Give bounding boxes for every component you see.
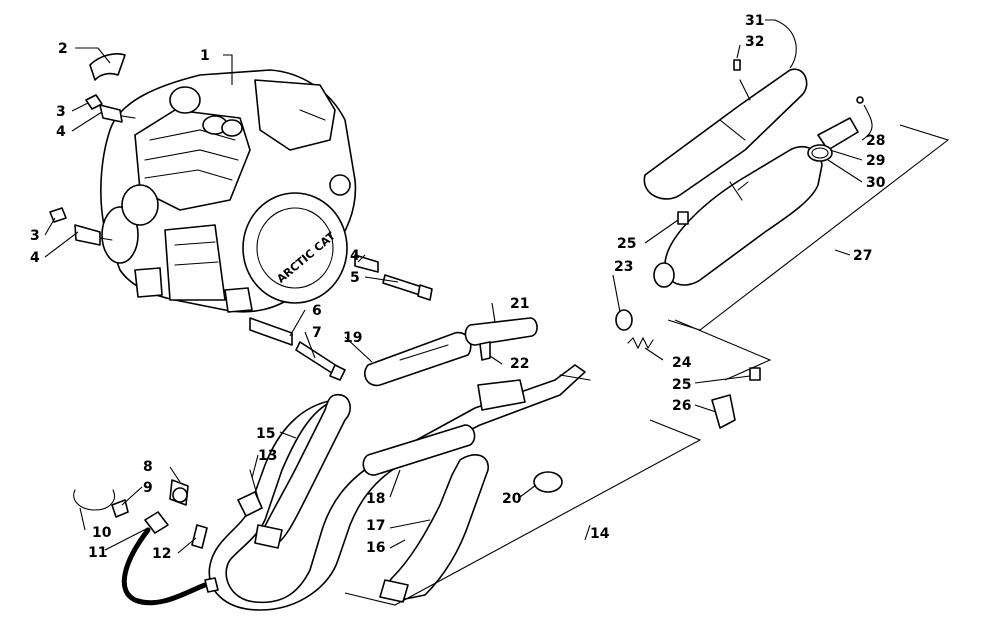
gasket-part-13 [237,491,263,517]
callout-16: 16 [366,540,385,556]
heat-shield-part-16-17 [379,454,489,603]
callout-19: 19 [343,330,362,346]
bolt-part-12 [191,524,208,549]
exhaust-pipe [208,364,591,611]
heat-shield-part-19 [364,331,472,387]
spring-part-24 [627,336,654,350]
clip-part-22 [479,341,491,361]
callout-13: 13 [258,448,277,464]
callout-2: 2 [58,41,68,57]
callout-4b: 4 [30,250,40,266]
callout-29: 29 [866,153,885,169]
callout-11: 11 [88,545,107,561]
spark-arrestor-part-28-30 [807,96,864,162]
bracket-line-24 [674,319,772,381]
callout-18: 18 [366,491,385,507]
callout-1: 1 [200,48,210,64]
callout-8: 8 [143,459,153,475]
callout-6: 6 [312,303,322,319]
callout-3a: 3 [56,104,66,120]
gasket-part-2 [89,53,126,81]
callout-17: 17 [366,518,385,534]
callout-7: 7 [312,325,322,341]
callout-24: 24 [672,355,692,371]
bracket-line-27 [667,124,950,331]
heat-shield-part-21 [464,317,538,346]
heat-shield-part-18 [362,424,476,476]
callout-23: 23 [614,259,633,275]
clamp-part-20 [533,471,563,493]
muffler-part-27 [653,146,823,288]
callout-25a: 25 [617,236,636,252]
bracket-line-14 [344,419,702,606]
wire-harness-part-11 [121,511,219,606]
ring-part-10 [73,489,115,511]
callout-30: 30 [866,175,886,191]
callout-14: 14 [590,526,610,542]
callout-32: 32 [745,34,764,50]
engine-assembly: ARCTIC CAT [100,69,357,313]
callout-10: 10 [92,525,112,541]
heat-shield-part-31 [643,68,808,200]
stud-nut-upper-left [85,94,136,123]
callout-4c: 4 [350,248,360,264]
callout-4a: 4 [56,124,66,140]
leader-lines [44,19,873,554]
callout-22: 22 [510,356,529,372]
callout-26: 26 [672,398,691,414]
stud-nut-lower-left [49,207,113,246]
grommet-part-25-upper [677,211,689,225]
callout-15: 15 [256,426,275,442]
callout-12: 12 [152,546,171,562]
bolt-part-32 [733,59,741,71]
sensor-part-8 [169,479,189,506]
callout-28: 28 [866,133,885,149]
callout-9: 9 [143,480,153,496]
heat-shield-part-15 [254,394,351,549]
callout-20: 20 [502,491,522,507]
callout-3b: 3 [30,228,40,244]
gasket-part-23 [615,309,633,331]
callout-25b: 25 [672,377,691,393]
clip-part-9 [111,499,129,518]
callout-21: 21 [510,296,529,312]
bracket-part-26 [711,394,736,429]
callout-labels: 1 2 3 4 3 4 4 5 6 7 8 9 10 11 12 13 14 1… [30,13,886,562]
callout-31: 31 [745,13,764,29]
grommet-part-25-lower [749,367,761,381]
callout-27: 27 [853,248,872,264]
stud-nut-lower [249,317,346,381]
callout-5: 5 [350,270,360,286]
